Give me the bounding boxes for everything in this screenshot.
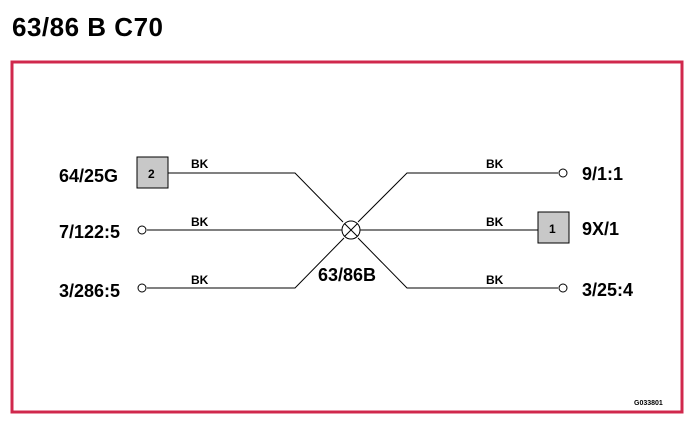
connector-box-1-number: 1	[549, 222, 556, 236]
wire-right-bot	[357, 237, 558, 289]
wire-color-left-top: BK	[191, 157, 209, 171]
connector-label-left-mid: 7/122:5	[59, 222, 120, 242]
wire-color-right-top: BK	[486, 157, 504, 171]
wire-right-top	[357, 172, 558, 223]
wire-color-left-bot: BK	[191, 273, 209, 287]
connector-label-left-top: 64/25G	[59, 166, 118, 186]
junction-label: 63/86B	[318, 265, 376, 285]
connector-box-1	[537, 211, 570, 244]
diagram-frame	[10, 60, 684, 414]
connector-label-left-bot: 3/286:5	[59, 281, 120, 301]
wire-left-bot	[147, 237, 345, 289]
wire-left-top	[168, 172, 344, 223]
connector-label-right-top: 9/1:1	[582, 164, 623, 184]
connector-box-2	[136, 156, 169, 189]
terminal-right-bot-icon	[558, 283, 568, 293]
splice-circle-icon	[341, 220, 361, 240]
connector-label-right-bot: 3/25:4	[582, 280, 633, 300]
wire-color-left-mid: BK	[191, 215, 209, 229]
terminal-left-mid-icon	[137, 225, 147, 235]
page-title: 63/86 B C70	[12, 12, 164, 42]
connector-box-2-number: 2	[148, 167, 155, 181]
wire-color-right-mid: BK	[486, 215, 504, 229]
terminal-right-top-icon	[558, 168, 568, 178]
wire-color-right-bot: BK	[486, 273, 504, 287]
terminal-left-bot-icon	[137, 283, 147, 293]
connector-label-right-mid: 9X/1	[582, 219, 619, 239]
figure-code: G033801	[634, 400, 663, 407]
